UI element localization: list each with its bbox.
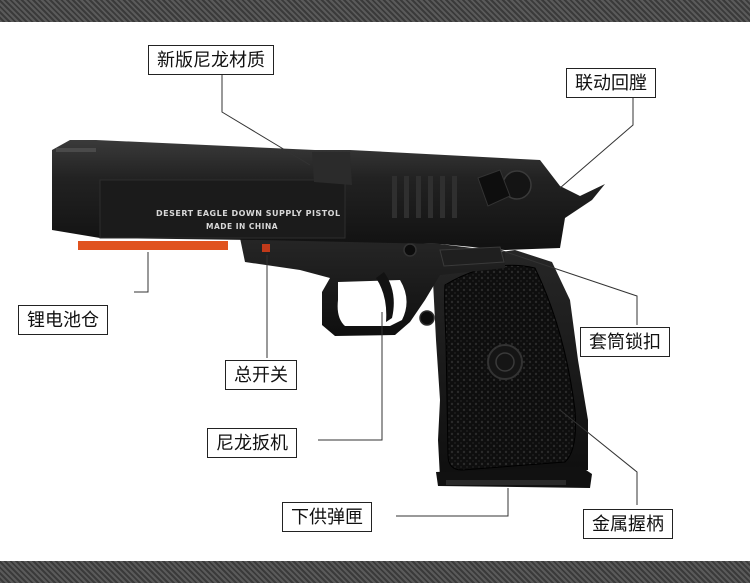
magazine-base [436,466,592,488]
label-nylon-trigger: 尼龙扳机 [207,428,297,458]
callout-line-material [221,74,311,166]
pistol-grip [432,250,588,478]
label-linked-recoil: 联动回膛 [566,68,656,98]
trigger [376,272,394,322]
pistol-slide: DESERT EAGLE DOWN SUPPLY PISTOL MADE IN … [52,140,605,250]
callout-line-slide-lock [499,249,638,325]
callout-line-recoil [559,98,634,189]
slide-lock-lever [439,246,505,267]
battery-compartment-accent [78,241,228,250]
label-lithium-battery-bay: 锂电池仓 [18,305,108,335]
callout-line-magazine [396,488,509,517]
top-border-band [0,0,750,22]
callout-lines [134,74,638,517]
label-slide-lock: 套筒锁扣 [580,327,670,357]
callout-line-grip [559,409,638,505]
label-bottom-feed-magazine: 下供弹匣 [282,502,372,532]
callout-line-battery [134,252,149,293]
bottom-border-band [0,561,750,583]
label-nylon-material: 新版尼龙材质 [148,45,274,75]
power-switch-marker [262,244,270,252]
label-metal-grip: 金属握柄 [583,509,673,539]
engraving-line-1: DESERT EAGLE DOWN SUPPLY PISTOL [156,209,341,218]
label-main-switch: 总开关 [225,360,297,390]
engraving-line-2: MADE IN CHINA [206,222,278,231]
callout-line-trigger [318,312,383,441]
